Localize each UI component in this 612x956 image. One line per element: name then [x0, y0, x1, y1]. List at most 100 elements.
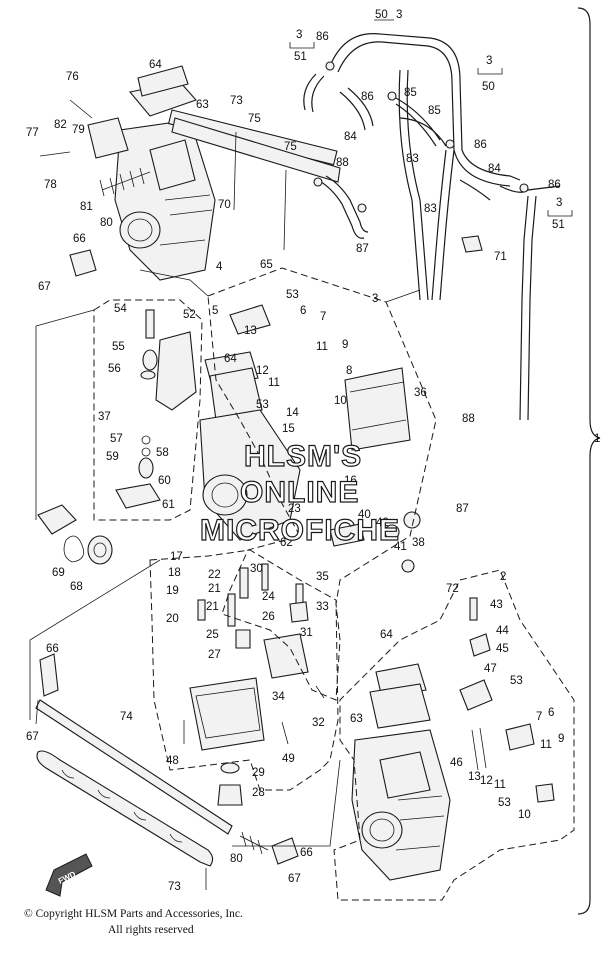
svg-text:ONLINE: ONLINE — [240, 476, 359, 509]
boxed-ref-50-right: 3 50 — [477, 55, 503, 93]
callout: 27 — [208, 649, 221, 661]
callout: 87 — [356, 243, 369, 255]
callout: 64 — [380, 629, 393, 641]
callout: 7 — [536, 711, 542, 723]
callout: 75 — [284, 141, 297, 153]
callout: 11 — [494, 779, 506, 791]
callout: 60 — [158, 475, 171, 487]
callout: 88 — [462, 413, 475, 425]
callout: 28 — [252, 787, 265, 799]
callout: 72 — [446, 583, 459, 595]
carburetor-assembly-top — [39, 65, 338, 281]
callout: 21 — [206, 601, 219, 613]
callout: 80 — [230, 853, 243, 865]
callout: 62 — [280, 537, 293, 549]
callout: 43 — [490, 599, 503, 611]
svg-text:MICROFICHE: MICROFICHE — [200, 514, 400, 547]
callout: 49 — [282, 753, 295, 765]
callout: 29 — [252, 767, 265, 779]
svg-text:50: 50 — [482, 81, 495, 93]
callout: 18 — [168, 567, 181, 579]
callout: 54 — [114, 303, 127, 315]
callout: 71 — [494, 251, 507, 263]
callout: 21 — [208, 583, 221, 595]
copyright-notice: © Copyright HLSM Parts and Accessories, … — [24, 906, 344, 938]
group-outline-3 — [207, 267, 437, 701]
callout: 7 — [320, 311, 326, 323]
svg-text:3: 3 — [486, 55, 492, 67]
callout: 13 — [468, 771, 481, 783]
group-outline-left — [93, 299, 203, 521]
callout: 56 — [108, 363, 121, 375]
callout: 84 — [344, 131, 357, 143]
svg-text:3: 3 — [396, 9, 402, 21]
callout: 64 — [224, 353, 237, 365]
callout: 53 — [498, 797, 511, 809]
svg-text:51: 51 — [552, 219, 565, 231]
callout: 40 — [358, 509, 371, 521]
callout: 36 — [414, 387, 427, 399]
callout: 19 — [166, 585, 179, 597]
callout: 16 — [344, 475, 357, 487]
callout: 75 — [248, 113, 261, 125]
callout: 10 — [334, 395, 347, 407]
group-outline-bottom — [149, 549, 339, 791]
boxed-ref-51-left: 3 51 — [289, 29, 315, 63]
callout: 86 — [316, 31, 329, 43]
callout: 53 — [286, 289, 299, 301]
svg-text:3: 3 — [296, 29, 302, 41]
callout: 10 — [518, 809, 531, 821]
callout: 58 — [156, 447, 169, 459]
callout: 66 — [300, 847, 313, 859]
callout: 34 — [272, 691, 285, 703]
callout: 80 — [100, 217, 113, 229]
group-bracket — [577, 7, 601, 915]
callout: 69 — [52, 567, 65, 579]
callout: 24 — [262, 591, 275, 603]
callout: 35 — [316, 571, 329, 583]
callout: 83 — [424, 203, 437, 215]
callout: 53 — [256, 399, 269, 411]
callout: 66 — [46, 643, 59, 655]
callout: 82 — [54, 119, 67, 131]
callout: 6 — [300, 305, 306, 317]
callout: 25 — [206, 629, 219, 641]
callout: 11 — [268, 377, 280, 389]
callout: 55 — [112, 341, 125, 353]
callout: 81 — [80, 201, 93, 213]
callout: 61 — [162, 499, 175, 511]
svg-text:50: 50 — [375, 9, 388, 21]
callout: 38 — [412, 537, 425, 549]
callout: 85 — [428, 105, 441, 117]
callout: 4 — [216, 261, 223, 273]
callout: 78 — [44, 179, 57, 191]
callout: 63 — [196, 99, 209, 111]
callout: 3 — [372, 293, 378, 305]
callout: 48 — [166, 755, 179, 767]
callout: 9 — [558, 733, 564, 745]
throttle-parts-left — [37, 309, 197, 565]
callout: 53 — [510, 675, 523, 687]
callout: 15 — [282, 423, 295, 435]
rail-bar — [171, 117, 341, 183]
boxed-ref-50-top: 50 3 — [374, 9, 402, 21]
callout: 42 — [376, 517, 389, 529]
callout: 79 — [72, 124, 85, 136]
callout: 11 — [540, 739, 552, 751]
callout: 67 — [26, 731, 39, 743]
callout: 2 — [500, 571, 506, 583]
callout: 8 — [346, 365, 352, 377]
callout: 65 — [260, 259, 273, 271]
callout: 20 — [166, 613, 179, 625]
callout: 31 — [300, 627, 313, 639]
rights-line: All rights reserved — [108, 924, 194, 936]
callout: 67 — [38, 281, 51, 293]
callout: 70 — [218, 199, 231, 211]
carburetor-assembly-bottom — [351, 597, 555, 881]
callout: 73 — [230, 95, 243, 107]
callout: 33 — [316, 601, 329, 613]
callout: 57 — [110, 433, 123, 445]
callout: 66 — [73, 233, 86, 245]
svg-text:3: 3 — [556, 197, 562, 209]
callout: 64 — [149, 59, 162, 71]
